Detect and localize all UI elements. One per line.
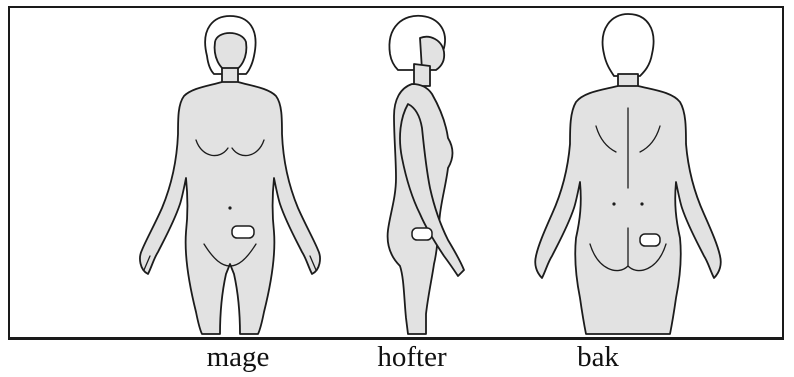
side-figure <box>350 8 510 338</box>
label-front: mage <box>158 343 318 372</box>
label-side: hofter <box>332 343 492 372</box>
front-figure <box>122 8 332 338</box>
back-figure <box>518 8 728 338</box>
illustration-panel <box>8 6 784 340</box>
label-back: bak <box>518 343 678 372</box>
